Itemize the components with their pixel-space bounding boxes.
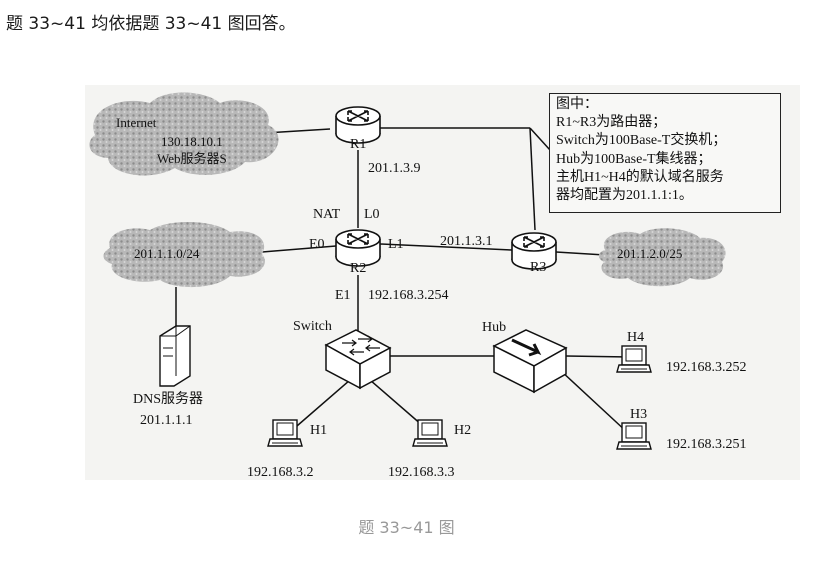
e1-label: E1	[335, 288, 351, 303]
host-h1-icon	[267, 419, 303, 447]
h4-ip: 192.168.3.252	[666, 360, 747, 375]
host-h3-icon	[616, 422, 652, 450]
hub-icon	[492, 329, 568, 394]
link-r3-net	[555, 251, 606, 256]
legend-line: Hub为100Base-T集线器；	[556, 151, 712, 167]
network-diagram: Internet 130.18.10.1 Web服务器S R1 201.1.3.…	[89, 92, 747, 480]
net-right-label: 201.1.2.0/25	[617, 246, 682, 261]
h4-label: H4	[627, 330, 644, 345]
legend-line: 器均配置为201.1.1:1。	[556, 188, 693, 204]
legend-box: 图中： R1~R3为路由器； Switch为100Base-T交换机； Hub为…	[549, 93, 781, 213]
legend-line: Switch为100Base-T交换机；	[556, 133, 727, 149]
host-h4-icon	[616, 345, 652, 373]
h3-label: H3	[630, 407, 647, 422]
r2-label: R2	[350, 261, 366, 276]
web-server-label: Web服务器S	[157, 151, 227, 166]
dns-ip: 201.1.1.1	[140, 413, 193, 428]
nat-label: NAT	[313, 207, 341, 222]
switch-label: Switch	[293, 319, 332, 334]
h1-ip: 192.168.3.2	[247, 465, 314, 480]
link-l1	[379, 243, 513, 251]
host-h2-icon	[412, 419, 448, 447]
internet-cloud	[89, 92, 279, 176]
links	[175, 127, 631, 434]
l0-label: L0	[364, 207, 380, 222]
internet-label: Internet	[116, 115, 157, 130]
lan-cloud-left	[103, 221, 265, 288]
net-left-label: 201.1.1.0/24	[134, 246, 200, 261]
legend-title: 图中：	[556, 97, 598, 112]
legend-line: 主机H1~H4的默认域名服务	[556, 169, 724, 185]
link-r1-r3-bend	[529, 127, 551, 151]
r3-ip: 201.1.3.1	[440, 234, 493, 249]
dns-label: DNS服务器	[133, 391, 203, 407]
question-text: 题 33~41 均依据题 33~41 图回答。	[6, 14, 296, 34]
link-e0	[261, 245, 337, 253]
legend-line: R1~R3为路由器；	[556, 115, 667, 131]
r1-ip: 201.1.3.9	[368, 161, 421, 176]
web-server-ip: 130.18.10.1	[161, 134, 223, 149]
r1-label: R1	[350, 137, 366, 152]
link-r1-r3	[529, 127, 536, 231]
link-switch-h1	[289, 379, 351, 433]
dns-server-icon	[159, 325, 191, 387]
figure-caption: 题 33~41 图	[358, 518, 455, 537]
link-hub-h3	[559, 369, 629, 434]
hub-label: Hub	[482, 320, 506, 335]
e1-ip: 192.168.3.254	[368, 288, 449, 303]
l1-label: L1	[388, 237, 404, 252]
h2-label: H2	[454, 423, 471, 438]
link-hub-h4	[565, 355, 631, 358]
h2-ip: 192.168.3.3	[388, 465, 455, 480]
h1-label: H1	[310, 423, 327, 438]
switch-icon	[324, 329, 392, 390]
e0-label: E0	[309, 237, 325, 252]
h3-ip: 192.168.3.251	[666, 437, 747, 452]
r3-label: R3	[530, 260, 546, 275]
lan-cloud-right	[598, 228, 726, 287]
